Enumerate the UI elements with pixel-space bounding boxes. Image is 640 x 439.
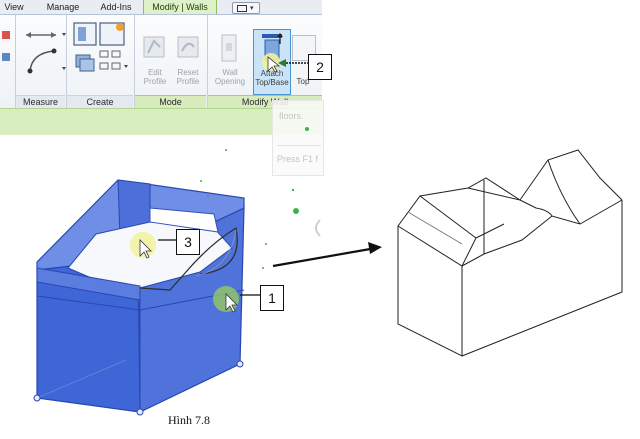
ribbon-tab-bar: View Manage Add-Ins Modify | Walls ▾ [0,0,322,15]
wall-opening-icon [221,34,237,62]
result-wireframe-wall [397,149,623,357]
tab-view[interactable]: View [4,2,24,12]
selected-wall-3d[interactable] [33,179,245,416]
chevron-down-icon: ▾ [250,5,254,12]
tooltip-line-press-f1: Press F1 f [277,154,319,164]
ribbon-options-dropdown[interactable]: ▾ [232,2,260,14]
edit-profile-line2: Profile [143,77,167,86]
edit-profile-line1: Edit [148,68,162,77]
arrow-2-icon [278,59,286,67]
measure-tools[interactable] [22,23,66,93]
tooltip-dot [305,127,309,131]
detach-top-base-button[interactable]: Top [296,77,310,86]
group-label-create: Create [67,95,133,109]
reset-profile-line2: Profile [176,77,200,86]
cursor-3-icon [139,239,152,259]
figure-caption: Hình 7.8 [168,413,210,427]
panel-toggle-icon [237,5,247,12]
clipped-tool-icon [2,31,10,61]
wall-opening-line1: Wall [222,68,238,77]
mode-icons [143,36,199,58]
callout-3: 3 [176,229,200,255]
result-arrow [272,242,382,268]
cursor-1-icon [225,293,238,313]
callout-2: 2 [308,54,332,80]
group-label-mode: Mode [135,95,206,109]
wall-opening-button[interactable]: Wall Opening [208,68,252,86]
tooltip-line-floors: floors. [279,111,304,121]
edit-profile-button[interactable]: Edit Profile [140,68,170,86]
tooltip-popup: floors. Press F1 f [272,100,324,176]
attach-label-line2: Top/Base [255,78,289,87]
reset-profile-line1: Reset [177,68,199,77]
tab-add-ins[interactable]: Add-Ins [100,2,132,12]
wall-opening-line2: Opening [214,77,246,86]
tab-modify-walls[interactable]: Modify | Walls [143,0,217,14]
contextual-options-bar [0,108,322,135]
tab-manage[interactable]: Manage [46,2,80,12]
cursor-2-icon [267,56,281,73]
callout-1: 1 [260,285,284,311]
group-label-measure: Measure [16,95,65,109]
attach-label-line1: Attach [260,69,284,78]
reset-profile-button[interactable]: Reset Profile [172,68,204,86]
create-tools[interactable] [70,21,132,93]
